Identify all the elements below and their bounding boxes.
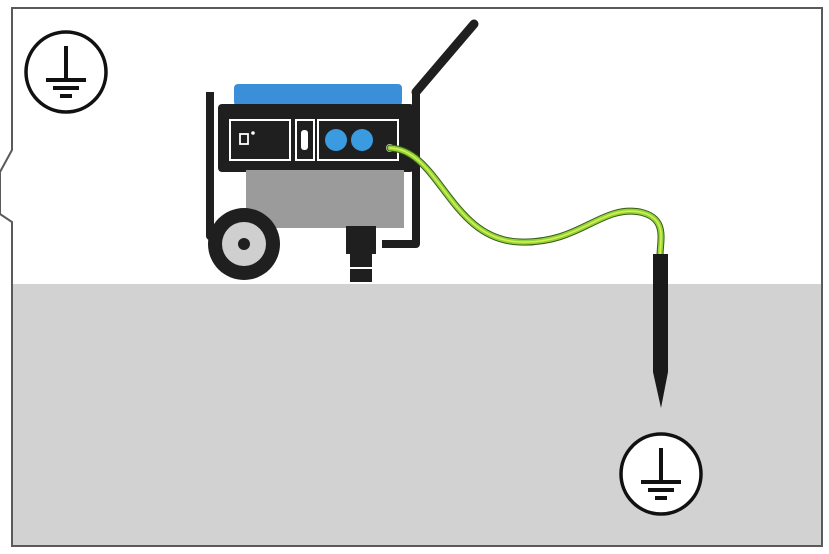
portable-generator	[206, 19, 479, 282]
earth-ground-symbol-top-icon	[24, 30, 108, 114]
ground-rod	[653, 254, 668, 408]
ground-wire	[387, 145, 664, 259]
panel-indicator-dot	[251, 131, 255, 135]
ground-wire-stripe	[389, 147, 662, 257]
fuel-tank	[234, 84, 402, 106]
ground-area	[12, 284, 822, 546]
earth-ground-symbol-bottom-icon	[619, 432, 703, 516]
panel-outlet-icon	[239, 133, 249, 145]
panel-socket-2	[351, 129, 373, 151]
frame-border	[0, 7, 823, 547]
panel-switch	[301, 130, 308, 150]
panel-right	[317, 119, 399, 161]
engine-block	[246, 170, 404, 228]
generator-frame-tube-right	[382, 92, 420, 248]
panel-switch-frame	[295, 119, 315, 161]
panel-left	[229, 119, 291, 161]
green-yellow-ground-wire	[386, 144, 665, 260]
engine-foot	[346, 226, 376, 254]
generator-handle	[411, 19, 479, 97]
wheel-axle	[238, 238, 250, 250]
panel-socket-1	[325, 129, 347, 151]
